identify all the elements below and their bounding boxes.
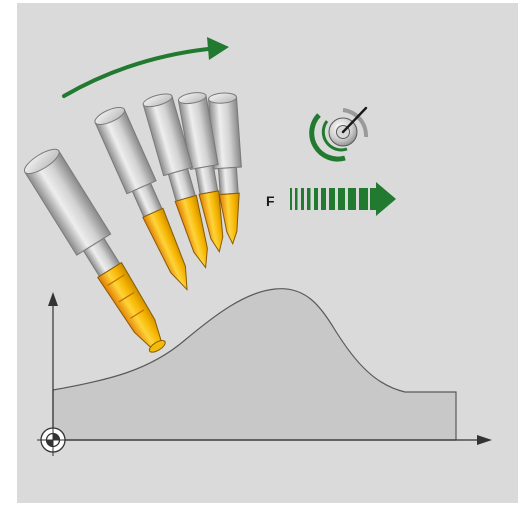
- origin-datum-icon: [37, 424, 69, 456]
- y-axis-arrowhead: [48, 292, 58, 306]
- tool-position-3: [142, 93, 208, 269]
- tool-sequence: [23, 92, 242, 353]
- tool-position-2: [94, 106, 188, 291]
- force-arrowhead: [376, 182, 396, 216]
- x-axis-arrowhead: [477, 435, 492, 445]
- force-arrow-stripes: [290, 188, 376, 210]
- curved-arrow-icon: [62, 37, 229, 98]
- spindle-rotation-icon: [309, 106, 369, 162]
- force-label: F: [266, 193, 275, 209]
- tool-position-4: [177, 92, 224, 253]
- force-arrow-icon: F: [266, 182, 396, 216]
- workpiece-profile: [52, 288, 457, 441]
- coordinate-axes: [48, 292, 492, 445]
- tool-position-1: [23, 148, 166, 353]
- tool-position-5: [208, 92, 242, 246]
